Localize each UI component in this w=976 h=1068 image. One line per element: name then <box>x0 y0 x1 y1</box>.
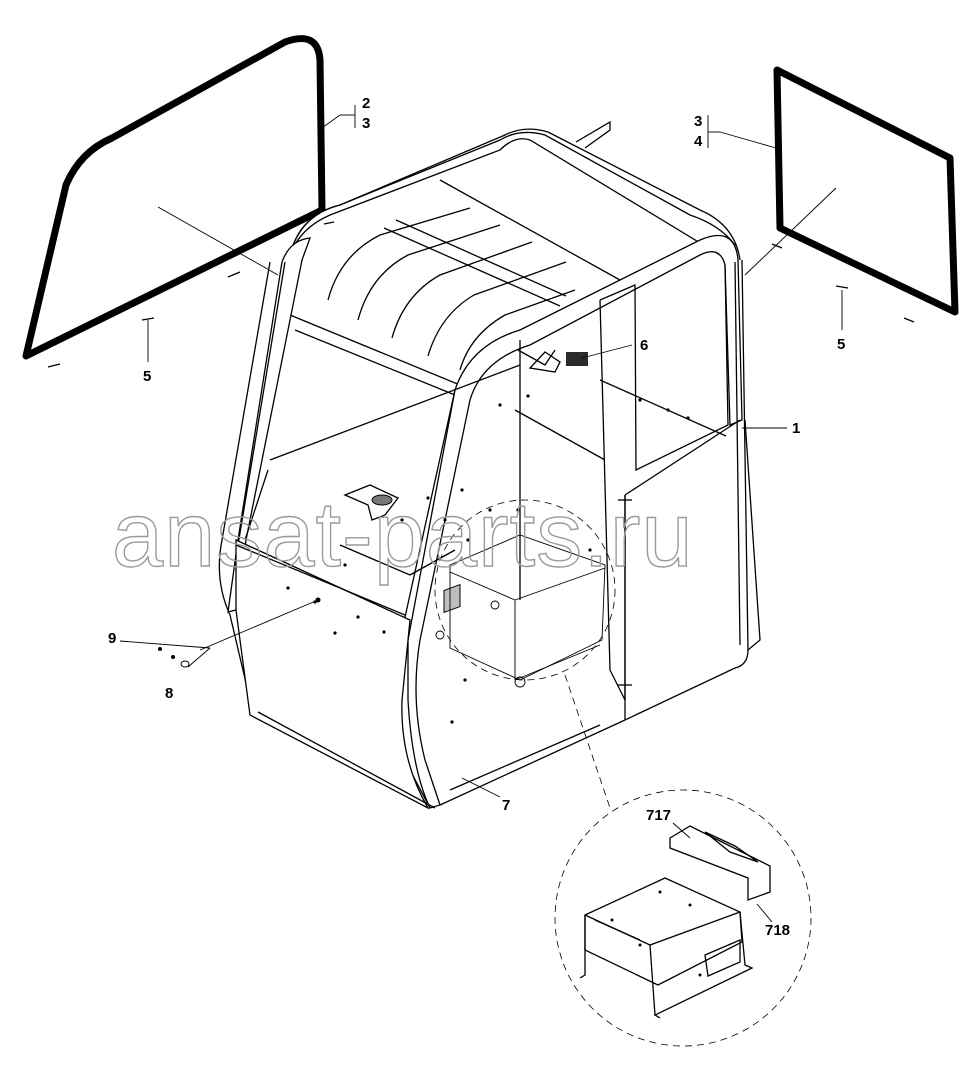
detail-view <box>554 789 812 1047</box>
callout-9: 9 <box>108 630 116 647</box>
callout-2: 2 <box>362 95 370 112</box>
watermark-text: ansat-parts.ru <box>112 484 694 586</box>
callout-717: 717 <box>646 807 671 824</box>
detail-callout-circle-small <box>434 499 616 681</box>
fastener-holes <box>286 394 690 724</box>
cab-frame <box>218 120 761 810</box>
leader-lines <box>119 105 787 798</box>
decal-item-6 <box>528 351 588 373</box>
right-window-glass <box>744 66 959 330</box>
callout-3-right: 3 <box>694 113 702 130</box>
callout-5-left: 5 <box>143 368 151 385</box>
callout-7: 7 <box>502 797 510 814</box>
dashboard-bracket <box>343 484 400 521</box>
battery-box-ghost <box>435 534 606 688</box>
callout-3-left: 3 <box>362 115 370 132</box>
callout-718: 718 <box>765 922 790 939</box>
callout-6: 6 <box>640 337 648 354</box>
callout-5-right: 5 <box>837 336 845 353</box>
detail-leader-dashed <box>564 674 611 809</box>
left-window-glass <box>22 35 335 368</box>
callout-8: 8 <box>165 685 173 702</box>
callout-labels: 1 2 3 3 4 5 5 6 7 8 9 717 718 <box>108 95 845 939</box>
callout-1: 1 <box>792 420 800 437</box>
callout-4: 4 <box>694 133 703 150</box>
